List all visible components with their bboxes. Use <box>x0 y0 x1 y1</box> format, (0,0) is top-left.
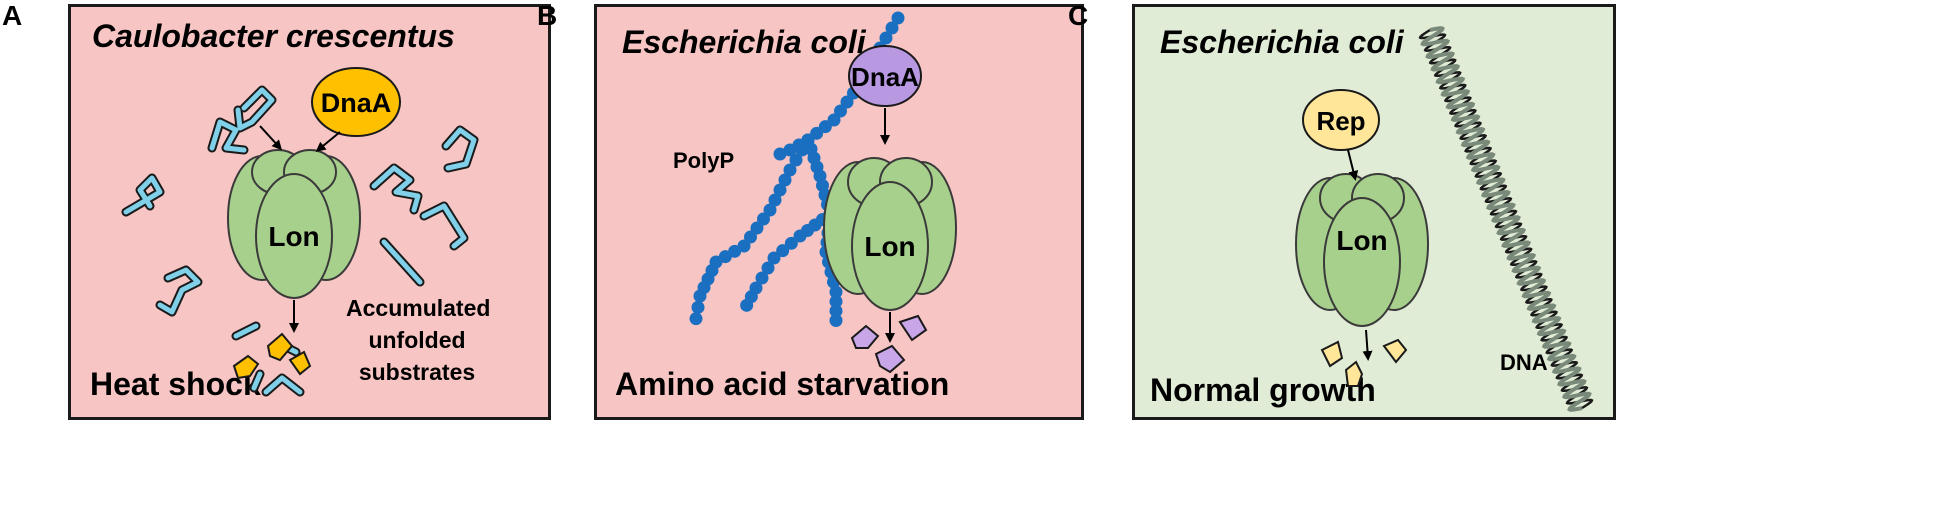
panel-a-letter: A <box>2 0 23 31</box>
polyp-bead <box>829 285 843 299</box>
polyp-bead <box>829 295 843 308</box>
polyp-bead <box>691 300 705 314</box>
panel-c-organism: Escherichia coli <box>1160 24 1404 60</box>
panel-c-letter: C <box>1068 0 1089 31</box>
polyp-bead <box>768 193 782 207</box>
panel-b-polyp-label: PolyP <box>673 148 735 173</box>
panel-a-dnaa <box>311 67 401 137</box>
panel-c-dna-helix <box>1418 26 1594 412</box>
panel-c-condition: Normal growth <box>1150 372 1376 408</box>
panel-b-lon-label: Lon <box>864 231 915 262</box>
polyp-bead <box>834 104 847 118</box>
panel-b-organism: Escherichia coli <box>622 24 866 60</box>
substrates-label-line-2: unfolded <box>368 327 466 353</box>
dna-strand <box>1420 26 1592 412</box>
polyp-bead <box>885 21 899 35</box>
polyp-bead <box>776 244 790 258</box>
panel-b-condition: Amino acid starvation <box>615 366 950 402</box>
polyp-bead <box>773 183 787 197</box>
panel-c-lon-protease <box>1295 173 1429 327</box>
polyp-bead <box>773 147 787 161</box>
polyp-bead <box>740 298 754 312</box>
panel-b-dnaa <box>848 45 922 107</box>
panel-a-lon-label: Lon <box>268 221 319 252</box>
polyp-bead <box>689 312 703 326</box>
polyp-bead <box>829 304 843 318</box>
polyp-bead <box>755 271 769 285</box>
panel-c-fragments <box>1320 338 1408 387</box>
substrates-label-line-1: Accumulated <box>346 295 491 321</box>
polyp-bead <box>789 153 803 167</box>
panel-b-fragments <box>850 314 928 374</box>
polyp-bead <box>783 143 797 157</box>
polyp-bead <box>763 203 777 217</box>
panel-a-substrates-label: Accumulated unfolded substrates <box>346 292 491 388</box>
panel-c-lon-label: Lon <box>1336 225 1387 256</box>
panel-c-rep-label: Rep <box>1316 106 1365 136</box>
polyp-bead <box>784 236 798 250</box>
panel-a-arrow-dnaa <box>315 131 341 152</box>
panel-b-polyp-chains <box>689 11 905 327</box>
polyp-bead <box>757 212 770 226</box>
polyp-bead <box>829 314 843 327</box>
polyp-bead <box>750 221 764 235</box>
polyp-bead <box>767 251 781 265</box>
panel-c-arrow-rep <box>1347 149 1359 181</box>
polyp-bead <box>761 261 775 275</box>
panel-a-fragments <box>232 332 312 380</box>
panel-c-rep <box>1302 89 1380 151</box>
substrates-label-line-3: substrates <box>358 359 476 385</box>
polyp-bead <box>744 230 757 244</box>
polyp-bead <box>793 229 807 243</box>
panel-b-dnaa-label: DnaA <box>851 62 919 92</box>
polyp-bead <box>693 289 707 303</box>
panel-a-arrow-substrate <box>259 125 283 151</box>
panel-a-condition: Heat shock <box>90 366 261 402</box>
polyp-bead <box>778 173 792 187</box>
polyp-bead <box>840 95 854 109</box>
polyp-bead <box>783 163 797 177</box>
panel-b-letter: B <box>537 0 558 31</box>
polyp-bead <box>891 11 905 25</box>
panel-c-arrow-degradation <box>1362 329 1373 361</box>
polyp-bead <box>879 31 893 45</box>
panel-b-lon-protease <box>823 157 957 311</box>
panel-a-dnaa-label: DnaA <box>321 88 392 118</box>
panel-a-organism: Caulobacter crescentus <box>92 18 455 54</box>
panel-c-dna-label: DNA <box>1500 350 1548 375</box>
